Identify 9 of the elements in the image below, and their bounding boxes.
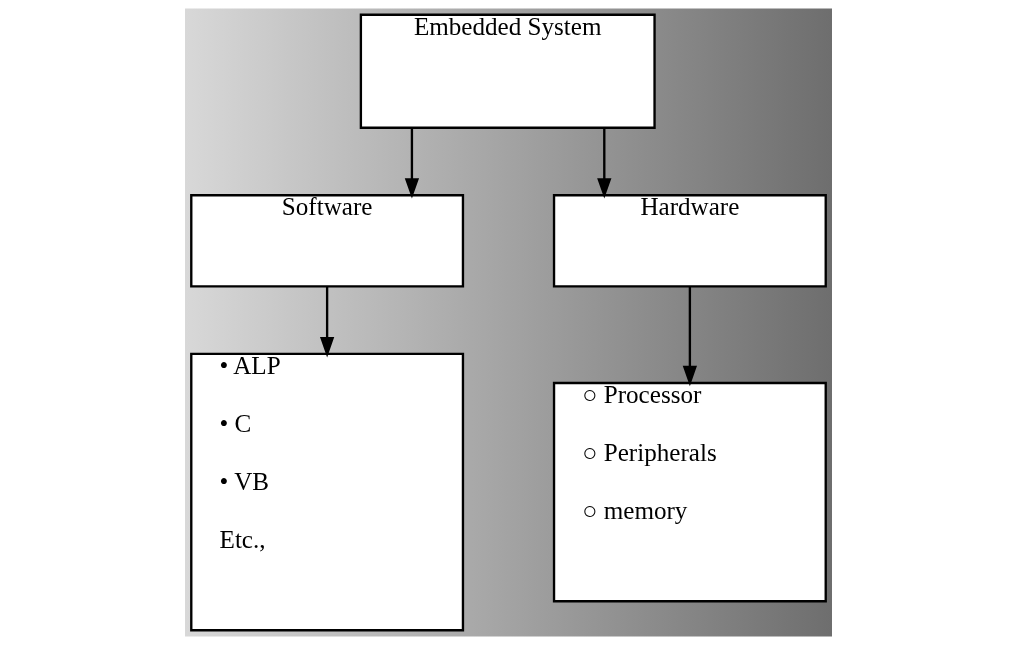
node-box: • ALP • C • VB Etc., (190, 352, 465, 632)
arrow (597, 128, 612, 199)
arrow (319, 286, 335, 358)
node-box: Embedded System (359, 13, 656, 129)
node-box: Hardware (552, 194, 827, 288)
node-box: ○ Processor ○ Peripherals ○ memory (552, 381, 827, 603)
arrow (682, 286, 698, 387)
arrow (404, 128, 420, 199)
node-box: Software (190, 194, 465, 288)
